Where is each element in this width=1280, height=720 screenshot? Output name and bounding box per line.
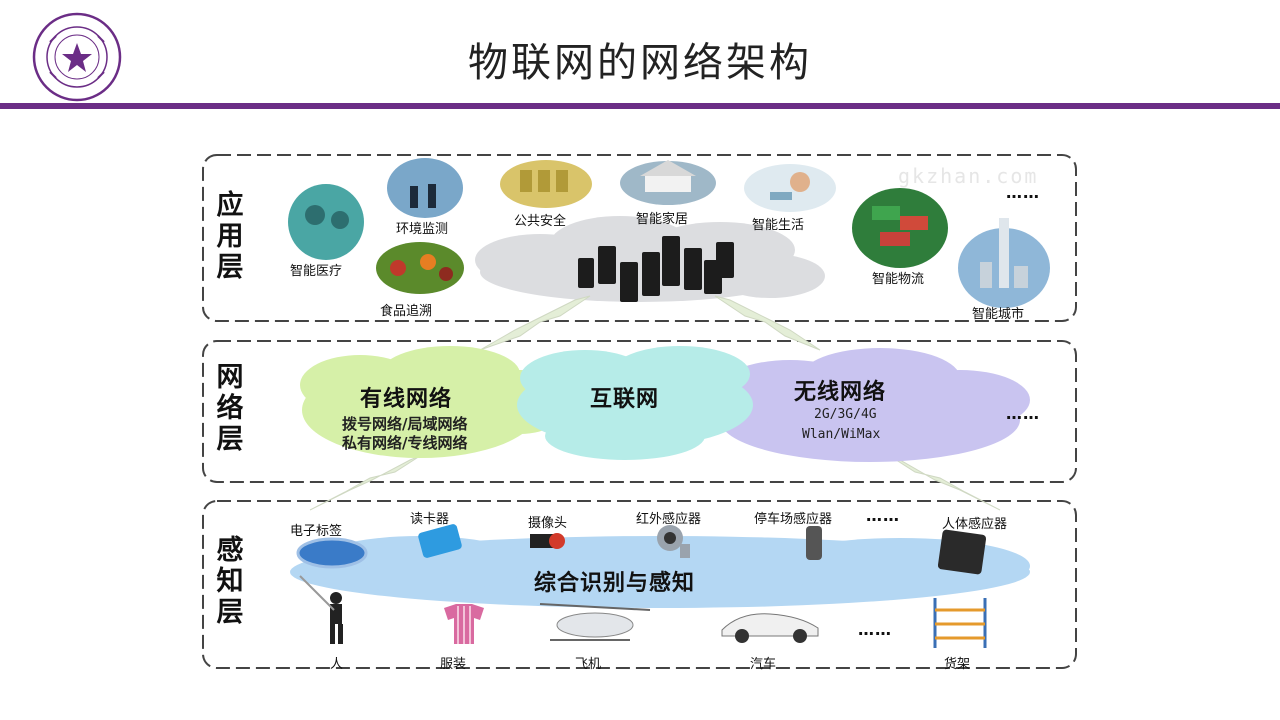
rfid-tag-icon	[296, 537, 368, 569]
tsinghua-logo-icon	[32, 12, 122, 102]
shelf-icon	[933, 598, 987, 648]
person-golfer-icon	[299, 575, 343, 644]
perception-layer-frame	[202, 500, 1077, 669]
wireless-network-line1: 2G/3G/4G	[814, 407, 877, 422]
server-cluster-icon	[578, 236, 734, 302]
wireless-network-line2: Wlan/WiMax	[802, 427, 881, 442]
sensor-label-camera: 摄像头	[528, 516, 568, 531]
link-bolts	[309, 295, 1001, 511]
infrared-sensor-icon	[657, 525, 690, 558]
object-icons	[299, 575, 987, 648]
object-label-person: 人	[330, 657, 344, 672]
app-label-logistics: 智能物流	[872, 272, 925, 287]
car-icon	[721, 613, 819, 643]
camera-icon	[530, 533, 565, 549]
internet-cloud	[517, 346, 753, 460]
page-title: 物联网的网络架构	[468, 40, 812, 86]
helicopter-icon	[539, 603, 651, 641]
internet-title: 互联网	[590, 387, 660, 412]
app-label-smart-city: 智能城市	[972, 307, 1025, 322]
environment-picture-icon	[387, 158, 463, 218]
app-label-environment: 环境监测	[396, 222, 449, 237]
wireless-cloud	[715, 348, 1030, 462]
parking-sensor-icon	[806, 526, 822, 560]
app-label-food: 食品追溯	[380, 304, 433, 319]
app-label-smart-home: 智能家居	[636, 212, 689, 227]
wired-network-line1: 拨号网络/局域网络	[342, 415, 468, 433]
sensor-label-parking: 停车场感应器	[754, 512, 833, 527]
wired-network-line2: 私有网络/专线网络	[342, 434, 468, 452]
object-label-plane: 飞机	[575, 657, 602, 672]
application-layer-frame	[202, 154, 1077, 322]
network-layer-label: 网络层	[216, 362, 244, 455]
object-label-car: 汽车	[750, 657, 777, 672]
wireless-network-title: 无线网络	[794, 380, 887, 405]
app-label-medical: 智能医疗	[290, 264, 343, 279]
medical-picture-icon	[288, 184, 364, 260]
watermark-text: gkzhan.com	[898, 164, 1039, 188]
perception-layer-label: 感知层	[216, 535, 244, 628]
app-label-security: 公共安全	[514, 214, 567, 229]
object-label-shelf: 货架	[944, 657, 971, 672]
object-label-clothing: 服装	[440, 657, 467, 672]
wired-cloud	[300, 346, 570, 458]
title-rule	[0, 103, 1280, 109]
network-layer-frame	[202, 340, 1077, 483]
wired-network-title: 有线网络	[360, 387, 453, 412]
application-ellipsis: ……	[1006, 183, 1040, 202]
perception-bottom-ellipsis: ……	[858, 620, 892, 639]
network-ellipsis: ……	[1006, 404, 1040, 423]
sensor-label-card-reader: 读卡器	[410, 512, 450, 527]
perception-top-ellipsis: ……	[866, 506, 900, 525]
app-label-smart-life: 智能生活	[752, 218, 805, 233]
body-sensor-icon	[937, 529, 987, 575]
card-reader-icon	[418, 524, 462, 558]
sensor-icons	[296, 524, 987, 575]
application-pictures	[288, 158, 1050, 308]
sensor-label-infrared: 红外感应器	[636, 512, 702, 527]
sensor-label-rfid: 电子标签	[290, 524, 343, 539]
smart-life-picture-icon	[744, 164, 836, 212]
perception-center-label: 综合识别与感知	[534, 571, 696, 596]
food-picture-icon	[376, 242, 464, 294]
sensor-label-body: 人体感应器	[942, 517, 1008, 532]
application-layer-label: 应用层	[216, 190, 244, 283]
clothing-icon	[444, 604, 484, 644]
